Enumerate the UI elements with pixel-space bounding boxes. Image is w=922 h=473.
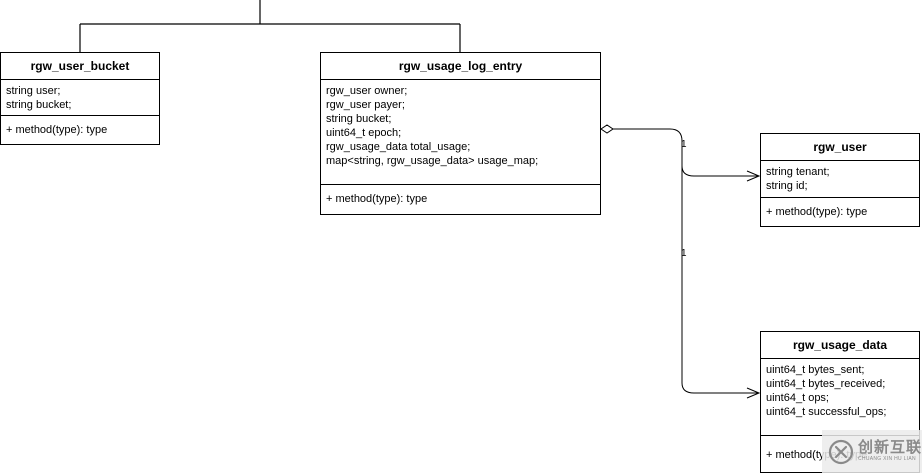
class-attributes: string user; string bucket; <box>1 80 159 116</box>
class-name: rgw_usage_data <box>761 332 919 359</box>
watermark-subtitle: CHUANG XIN HU LIAN <box>858 456 916 462</box>
attribute: rgw_user owner; <box>326 85 408 97</box>
class-method: + method(type): type <box>326 193 428 205</box>
watermark-logo-icon <box>828 439 854 464</box>
attribute: rgw_usage_data total_usage; <box>326 141 471 153</box>
attribute: uint64_t successful_ops; <box>766 406 887 418</box>
attribute: uint64_t bytes_sent; <box>766 364 865 376</box>
association-line-to-usage-data <box>681 166 758 394</box>
class-method: + method(type): type <box>766 206 868 218</box>
attribute: string bucket; <box>326 113 392 125</box>
aggregation-diamond <box>600 124 614 134</box>
class-name: rgw_user_bucket <box>1 53 159 80</box>
class-rgw-user[interactable]: rgw_user string tenant; string id; + met… <box>760 133 920 227</box>
watermark: 创新互联 CHUANG XIN HU LIAN <box>822 430 922 473</box>
attribute: string user; <box>6 85 61 97</box>
class-method: + method(type): type <box>6 124 108 136</box>
attribute: uint64_t epoch; <box>326 127 402 139</box>
multiplicity-label-usage-data: 1 <box>681 248 687 259</box>
class-attributes: string tenant; string id; <box>761 161 919 198</box>
attribute: map<string, rgw_usage_data> usage_map; <box>326 155 539 167</box>
watermark-text: 创新互联 CHUANG XIN HU LIAN <box>858 440 922 463</box>
multiplicity-label-user: 1 <box>681 139 687 150</box>
class-name: rgw_usage_log_entry <box>321 53 600 80</box>
attribute: string tenant; <box>766 166 830 178</box>
attribute: string id; <box>766 180 808 192</box>
arrowhead-user <box>746 170 761 182</box>
attribute: string bucket; <box>6 99 72 111</box>
class-rgw-user-bucket[interactable]: rgw_user_bucket string user; string buck… <box>0 52 160 145</box>
class-rgw-usage-log-entry[interactable]: rgw_usage_log_entry rgw_user owner; rgw_… <box>320 52 601 215</box>
attribute: rgw_user payer; <box>326 99 405 111</box>
association-line-to-user <box>613 128 758 177</box>
watermark-title: 创新互联 <box>858 439 922 456</box>
class-attributes: rgw_user owner; rgw_user payer; string b… <box>321 80 600 185</box>
attribute: uint64_t ops; <box>766 392 829 404</box>
attribute: uint64_t bytes_received; <box>766 378 886 390</box>
arrowhead-usage-data <box>746 387 761 399</box>
hierarchy-connector <box>79 0 461 52</box>
class-name: rgw_user <box>761 134 919 161</box>
class-attributes: uint64_t bytes_sent; uint64_t bytes_rece… <box>761 359 919 436</box>
